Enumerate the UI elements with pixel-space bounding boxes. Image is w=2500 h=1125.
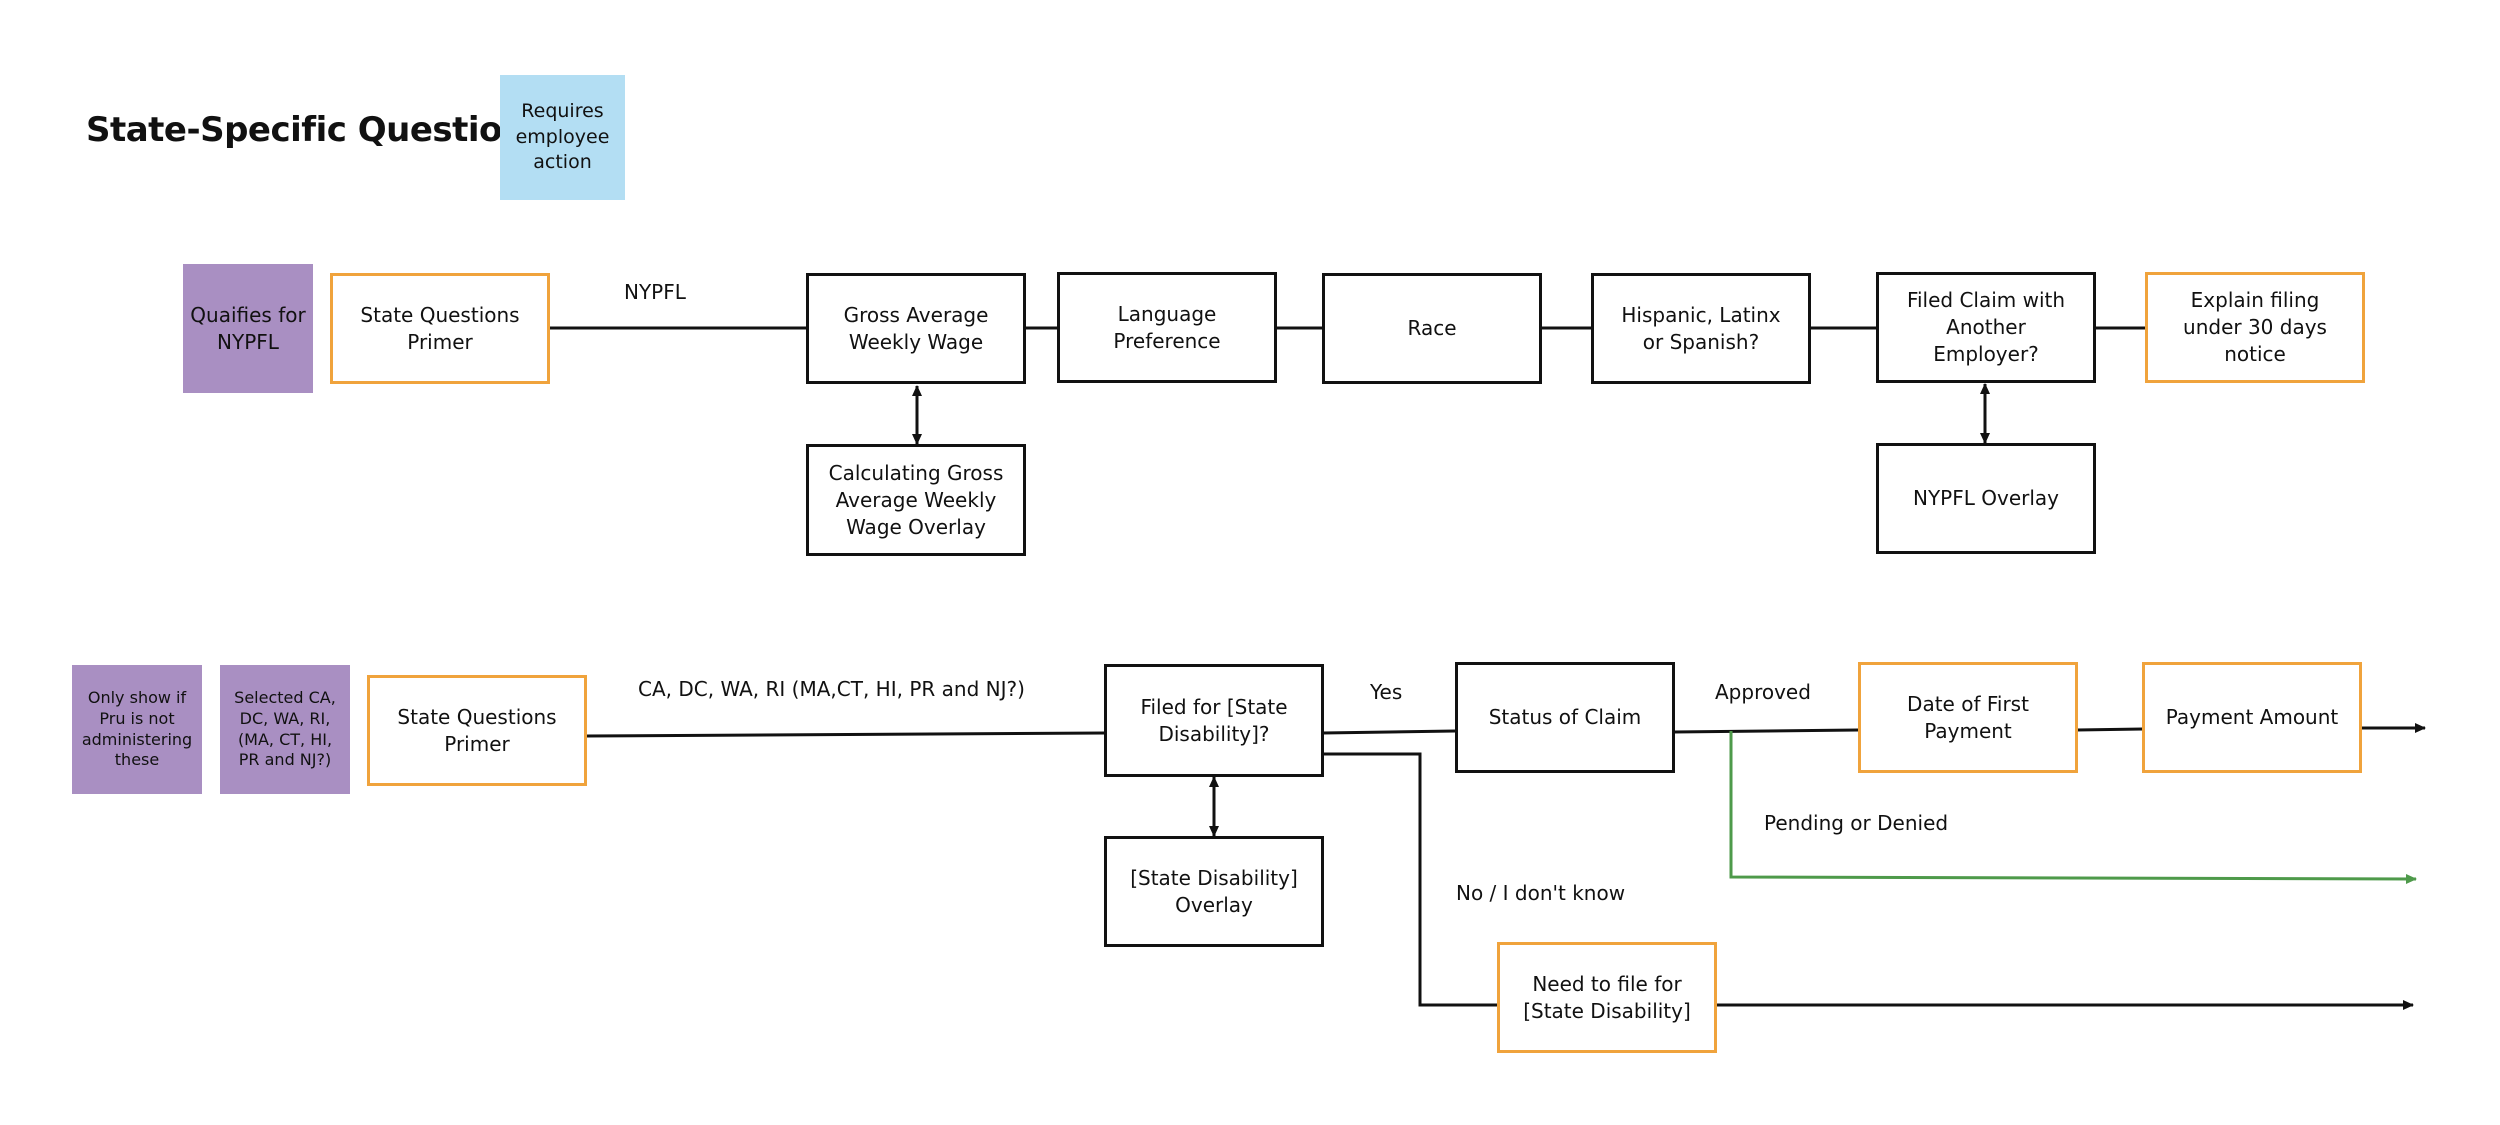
branch-label-no: No / I don't know [1456, 881, 1626, 905]
node-label: Filed Claim with Another Employer? [1906, 288, 2066, 366]
branch-label-approved: Approved [1715, 680, 1811, 704]
only-show-label: Only show if Pru is not administering th… [81, 687, 193, 770]
node-nypfl-overlay[interactable]: NYPFL Overlay [1876, 443, 2096, 554]
node-label: Language Preference [1113, 301, 1221, 353]
legend-employee-action: Requires employee action [500, 75, 625, 200]
branch-label-nypfl: NYPFL [624, 280, 686, 304]
connector-status-to-date [1673, 728, 1859, 734]
node-label: Filed for [State Disability]? [1140, 694, 1288, 746]
connector-date-to-payment [2076, 727, 2144, 732]
node-status-of-claim[interactable]: Status of Claim [1455, 662, 1675, 773]
node-state-questions-primer-2[interactable]: State Questions Primer [367, 675, 587, 786]
selected-states-label: Selected CA, DC, WA, RI, (MA, CT, HI, PR… [234, 687, 336, 770]
connector-primer2-to-filed-state [585, 731, 1106, 738]
branch-label-states: CA, DC, WA, RI (MA,CT, HI, PR and NJ?) [638, 677, 1025, 701]
node-label: Need to file for [State Disability] [1523, 971, 1691, 1023]
node-label: Calculating Gross Average Weekly Wage Ov… [828, 460, 1004, 539]
node-calc-gross-wage-overlay[interactable]: Calculating Gross Average Weekly Wage Ov… [806, 444, 1026, 556]
node-explain-filing-30-days[interactable]: Explain filing under 30 days notice [2145, 272, 2365, 383]
node-filed-for-state-disability[interactable]: Filed for [State Disability]? [1104, 664, 1324, 777]
node-label: [State Disability] Overlay [1130, 865, 1298, 917]
arrow-pending-denied [1729, 731, 2417, 884]
qualifies-nypfl-label: Quaifies for NYPFL [190, 302, 306, 354]
node-race[interactable]: Race [1322, 273, 1542, 384]
only-show-note: Only show if Pru is not administering th… [72, 665, 202, 794]
node-label: Gross Average Weekly Wage [843, 302, 989, 354]
page-title: State-Specific Questions [86, 110, 546, 150]
node-label: State Questions Primer [360, 302, 520, 354]
node-label: Date of First Payment [1907, 691, 2029, 743]
node-label: Payment Amount [2165, 705, 2339, 729]
node-state-disability-overlay[interactable]: [State Disability] Overlay [1104, 836, 1324, 947]
node-date-of-first-payment[interactable]: Date of First Payment [1858, 662, 2078, 773]
branch-label-yes: Yes [1370, 680, 1403, 704]
node-filed-claim-another-employer[interactable]: Filed Claim with Another Employer? [1876, 272, 2096, 383]
node-label: Explain filing under 30 days notice [2183, 288, 2327, 366]
node-need-to-file-state-disability[interactable]: Need to file for [State Disability] [1497, 942, 1717, 1053]
branch-label-pending-denied: Pending or Denied [1764, 811, 1949, 835]
qualifies-nypfl-note: Quaifies for NYPFL [183, 264, 313, 393]
node-payment-amount[interactable]: Payment Amount [2142, 662, 2362, 773]
node-label: State Questions Primer [397, 704, 557, 756]
legend-employee-action-label: Requires employee action [515, 100, 610, 174]
selected-states-note: Selected CA, DC, WA, RI, (MA, CT, HI, PR… [220, 665, 350, 794]
node-label: Hispanic, Latinx or Spanish? [1621, 302, 1781, 354]
connector-filed-state-to-status [1322, 729, 1456, 735]
node-label: NYPFL Overlay [1913, 486, 2059, 510]
node-language-preference[interactable]: Language Preference [1057, 272, 1277, 383]
connector-no-branch [1323, 752, 1497, 1007]
node-label: Status of Claim [1488, 705, 1642, 729]
node-hispanic-latinx-spanish[interactable]: Hispanic, Latinx or Spanish? [1591, 273, 1811, 384]
node-gross-average-weekly-wage[interactable]: Gross Average Weekly Wage [806, 273, 1026, 384]
node-state-questions-primer[interactable]: State Questions Primer [330, 273, 550, 384]
node-label: Race [1407, 316, 1457, 340]
